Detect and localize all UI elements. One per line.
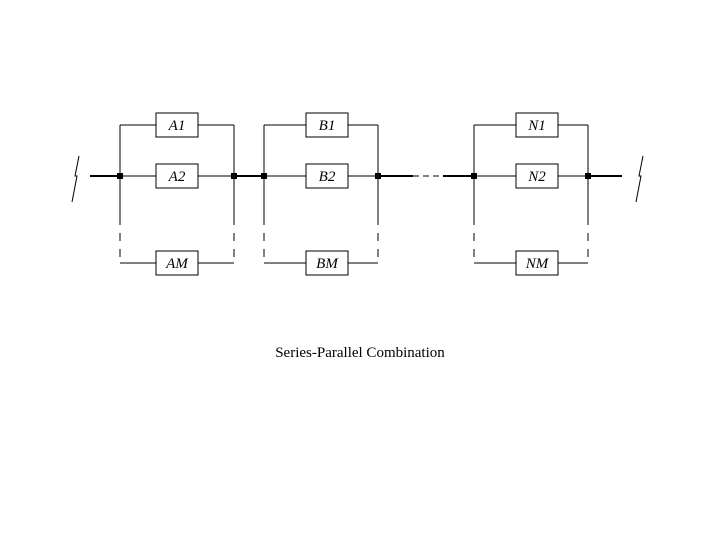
component-label: A1 [168, 118, 186, 134]
component-box-frame [515, 163, 559, 189]
component-b1: B1 [305, 112, 349, 138]
component-label: N2 [527, 169, 546, 185]
component-bm: BM [305, 250, 349, 276]
component-b2: B2 [305, 163, 349, 189]
component-box-frame [515, 112, 559, 138]
component-box-frame [305, 112, 349, 138]
component-box-frame [155, 250, 199, 276]
component-box-frame [155, 112, 199, 138]
junction-right-b [375, 173, 381, 179]
component-n1: N1 [515, 112, 559, 138]
junction-right-a [231, 173, 237, 179]
component-label: A2 [168, 169, 186, 185]
input-terminal-icon [71, 155, 80, 203]
junction-left-n [471, 173, 477, 179]
wires [90, 124, 622, 264]
component-box-frame [515, 250, 559, 276]
output-terminal-icon [635, 155, 644, 203]
junction-nodes [117, 173, 591, 179]
component-label: NM [525, 256, 550, 272]
component-label: B1 [319, 118, 336, 134]
junction-left-b [261, 173, 267, 179]
component-box-frame [305, 163, 349, 189]
component-label: BM [316, 256, 339, 272]
component-label: AM [165, 256, 189, 272]
component-a2: A2 [155, 163, 199, 189]
component-am: AM [155, 250, 199, 276]
component-nm: NM [515, 250, 559, 276]
component-box-frame [155, 163, 199, 189]
component-box-frame [305, 250, 349, 276]
component-label: B2 [319, 169, 336, 185]
terminals [71, 155, 644, 203]
diagram-caption: Series-Parallel Combination [275, 345, 445, 361]
component-a1: A1 [155, 112, 199, 138]
junction-right-n [585, 173, 591, 179]
component-label: N1 [527, 118, 546, 134]
junction-left-a [117, 173, 123, 179]
component-n2: N2 [515, 163, 559, 189]
